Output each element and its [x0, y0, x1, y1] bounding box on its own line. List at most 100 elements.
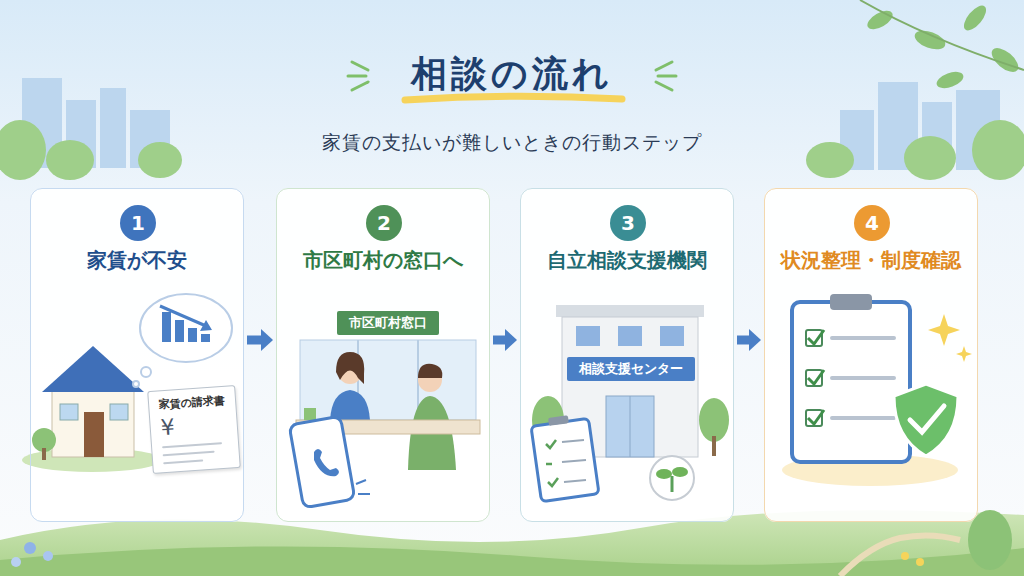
subtitle: 家賃の支払いが難しいときの行動ステップ	[322, 130, 702, 156]
card-fills	[30, 188, 978, 522]
card-fills-part	[276, 188, 490, 522]
checklist-large-part	[830, 294, 872, 310]
support-building-part	[630, 396, 631, 457]
checklist-small	[531, 415, 599, 501]
city-left-part	[100, 88, 126, 168]
flow-arrow	[737, 329, 761, 351]
step-number: 1	[120, 205, 156, 241]
step-number: 3	[610, 205, 646, 241]
trees-top-part	[904, 136, 956, 180]
title-sprigs-part	[348, 75, 366, 78]
phone-illustration-part	[356, 480, 370, 494]
trees-top	[0, 120, 1024, 180]
office-sign: 市区町村窓口	[337, 311, 439, 335]
trees-top-part	[972, 120, 1024, 180]
sparkles-part	[956, 346, 972, 362]
checklist-large-part	[792, 302, 910, 462]
office-window-scene-part	[418, 364, 442, 378]
arrow-head	[261, 329, 273, 351]
flowers-part	[11, 557, 21, 567]
office-window-scene-part	[300, 340, 476, 420]
sprout-bubble	[650, 456, 694, 500]
shield-check-part	[894, 384, 958, 456]
checklist-large	[782, 294, 958, 486]
diagram-title: 相談の流れ	[411, 50, 613, 99]
card-fills-part	[764, 188, 978, 522]
house-illustration-part	[84, 412, 104, 457]
shield-check	[894, 384, 958, 456]
title-underline	[405, 96, 622, 100]
step-card: 自立相談支援機関3相談支援センター	[520, 188, 734, 522]
step-number: 4	[854, 205, 890, 241]
worry-bubble	[133, 294, 232, 387]
flowers-part	[24, 542, 36, 554]
flow-arrow	[493, 329, 517, 351]
step-number-text: 3	[621, 213, 635, 233]
house-illustration	[22, 346, 162, 472]
checklist-large-part	[808, 330, 824, 424]
step-card: 市区町村の窓口へ2市区町村窓口	[276, 188, 490, 522]
bill-line	[162, 442, 222, 448]
worry-bubble-part	[175, 320, 184, 342]
title-sprigs-part	[656, 82, 672, 90]
bill-line	[163, 459, 203, 464]
sprout-bubble-part	[650, 456, 694, 500]
corner-leaves	[860, 0, 1024, 91]
step-number-text: 1	[131, 213, 145, 233]
arrow-head	[749, 329, 761, 351]
sprout-bubble-part	[671, 476, 674, 492]
support-building-part	[712, 436, 716, 456]
arrow-shaft	[247, 336, 261, 345]
flowers-part	[916, 558, 924, 566]
arrow-shaft	[737, 336, 749, 345]
step-card: 家賃が不安1家賃の請求書¥	[30, 188, 244, 522]
flowers-part	[43, 551, 53, 561]
support-building-part	[576, 326, 600, 346]
corner-leaves-part	[960, 2, 990, 34]
step-heading: 市区町村の窓口へ	[277, 247, 489, 274]
trees-top-part	[46, 140, 94, 180]
worry-bubble-part	[140, 294, 232, 362]
sprout-bubble-part	[672, 467, 688, 477]
yen-symbol: ¥	[160, 411, 228, 440]
title-sprigs-part	[658, 75, 676, 78]
trees-top-part	[806, 142, 854, 178]
worry-bubble-part	[201, 334, 210, 342]
bill-line	[163, 450, 215, 456]
support-building-part	[699, 398, 729, 442]
card-fills-part	[520, 188, 734, 522]
office-window-scene-part	[304, 408, 316, 420]
house-illustration-part	[42, 448, 46, 460]
step-card: 状況整理・制度確認 4	[764, 188, 978, 522]
house-illustration-part	[110, 404, 128, 420]
office-window-scene-part	[336, 352, 364, 384]
arrow-head	[505, 329, 517, 351]
title-underline-part	[405, 96, 622, 100]
phone-illustration	[289, 416, 370, 508]
bill-title: 家賃の請求書	[159, 392, 226, 412]
sign-text: 市区町村窓口	[349, 315, 427, 331]
phone-illustration-part	[314, 449, 339, 476]
checklist-large-part	[832, 338, 894, 418]
step-number-text: 4	[865, 213, 879, 233]
card-fills-part	[30, 188, 244, 522]
landscape-part	[840, 535, 960, 576]
house-illustration-part	[42, 346, 144, 392]
step-heading: 状況整理・制度確認	[765, 247, 977, 274]
center-sign: 相談支援センター	[567, 357, 695, 381]
checklist-small-part	[562, 440, 586, 482]
title-sprigs-part	[656, 62, 672, 70]
sparkles-part	[928, 314, 960, 346]
checklist-small-part	[531, 418, 599, 501]
checklist-small-part	[546, 440, 558, 486]
flow-arrow	[247, 329, 273, 351]
house-illustration-part	[52, 385, 134, 457]
support-building-part	[606, 396, 654, 457]
office-window-scene-part	[330, 390, 370, 420]
trees-top-part	[0, 120, 46, 180]
worry-bubble-part	[188, 328, 197, 342]
support-building-part	[556, 305, 704, 317]
